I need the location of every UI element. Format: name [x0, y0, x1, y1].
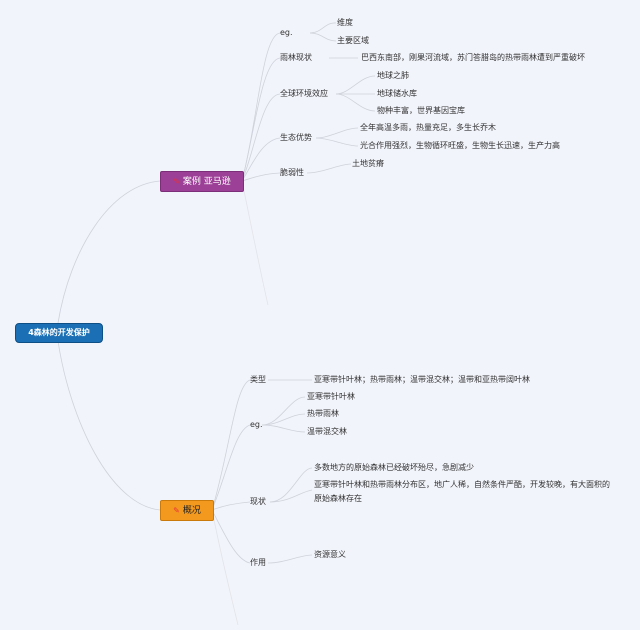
- topic-amazon-eg[interactable]: eg.: [280, 28, 293, 37]
- connector-root-amazon: [57, 180, 161, 324]
- pencil-icon: ✎: [173, 177, 180, 186]
- topic-overview-status[interactable]: 现状: [250, 497, 266, 506]
- leaf-amazon-advantage-2[interactable]: 光合作用强烈，生物循环旺盛，生物生长迅速，生产力高: [360, 141, 560, 150]
- connector-overview-role: [211, 509, 251, 564]
- pencil-icon: ✎: [173, 506, 180, 515]
- leaf-amazon-global-3[interactable]: 物种丰富，世界基因宝库: [377, 106, 465, 115]
- topic-amazon-global[interactable]: 全球环境效应: [280, 89, 328, 98]
- leaf-amazon-fragile-1[interactable]: 土地贫瘠: [352, 159, 384, 168]
- leaf-overview-eg-3[interactable]: 温带混交林: [307, 427, 347, 436]
- topic-amazon-status[interactable]: 雨林现状: [280, 53, 312, 62]
- leaf-amazon-status-1[interactable]: 巴西东南部，刚果河流域，苏门答腊岛的热带雨林遭到严重破坏: [361, 53, 585, 62]
- leaf-overview-eg-2[interactable]: 热带雨林: [307, 409, 339, 418]
- connector-overview-faint: [211, 509, 239, 626]
- branch-amazon[interactable]: ✎案例 亚马逊: [160, 171, 244, 192]
- connector-amazon-status: [241, 57, 281, 182]
- topic-overview-eg[interactable]: eg.: [250, 420, 263, 429]
- topic-amazon-fragile[interactable]: 脆弱性: [280, 168, 304, 177]
- root-topic[interactable]: 4森林的开发保护: [15, 323, 103, 343]
- leaf-overview-eg-1[interactable]: 亚寒带针叶林: [307, 392, 355, 401]
- topic-overview-type[interactable]: 类型: [250, 375, 266, 384]
- connector-amazon-fragile: [241, 172, 281, 182]
- leaf-overview-status-2[interactable]: 亚寒带针叶林和热带雨林分布区，地广人稀，自然条件严酷，开发较晚，有大面积的原始森…: [314, 480, 610, 503]
- connector-amazon-eg: [241, 32, 281, 182]
- connector-root-overview: [57, 340, 161, 511]
- connector-amazon-global: [241, 93, 281, 182]
- leaf-amazon-global-2[interactable]: 地球储水库: [377, 89, 417, 98]
- branch-overview[interactable]: ✎概况: [160, 500, 214, 521]
- leaf-amazon-eg-1[interactable]: 维度: [337, 18, 353, 27]
- connector-overview-status: [211, 501, 251, 511]
- leaf-overview-type-1[interactable]: 亚寒带针叶林；热带雨林；温带混交林；温带和亚热带阔叶林: [314, 375, 530, 384]
- leaf-amazon-advantage-1[interactable]: 全年高温多雨，热量充足，多生长乔木: [360, 123, 496, 132]
- topic-overview-role[interactable]: 作用: [250, 558, 266, 567]
- branch-overview-label: 概况: [182, 506, 201, 516]
- connector-amazon-advantage: [241, 137, 281, 182]
- connector-overview-eg: [211, 424, 251, 511]
- topic-amazon-advantage[interactable]: 生态优势: [280, 133, 312, 142]
- leaf-overview-role-1[interactable]: 资源意义: [314, 550, 346, 559]
- leaf-amazon-eg-2[interactable]: 主要区域: [337, 36, 369, 45]
- leaf-amazon-global-1[interactable]: 地球之肺: [377, 71, 409, 80]
- connector-overview-type: [211, 379, 251, 511]
- branch-amazon-label: 案例 亚马逊: [182, 177, 231, 187]
- connector-amazon-faint-1: [241, 180, 269, 306]
- leaf-overview-status-1[interactable]: 多数地方的原始森林已经破坏殆尽，急剧减少: [314, 463, 474, 472]
